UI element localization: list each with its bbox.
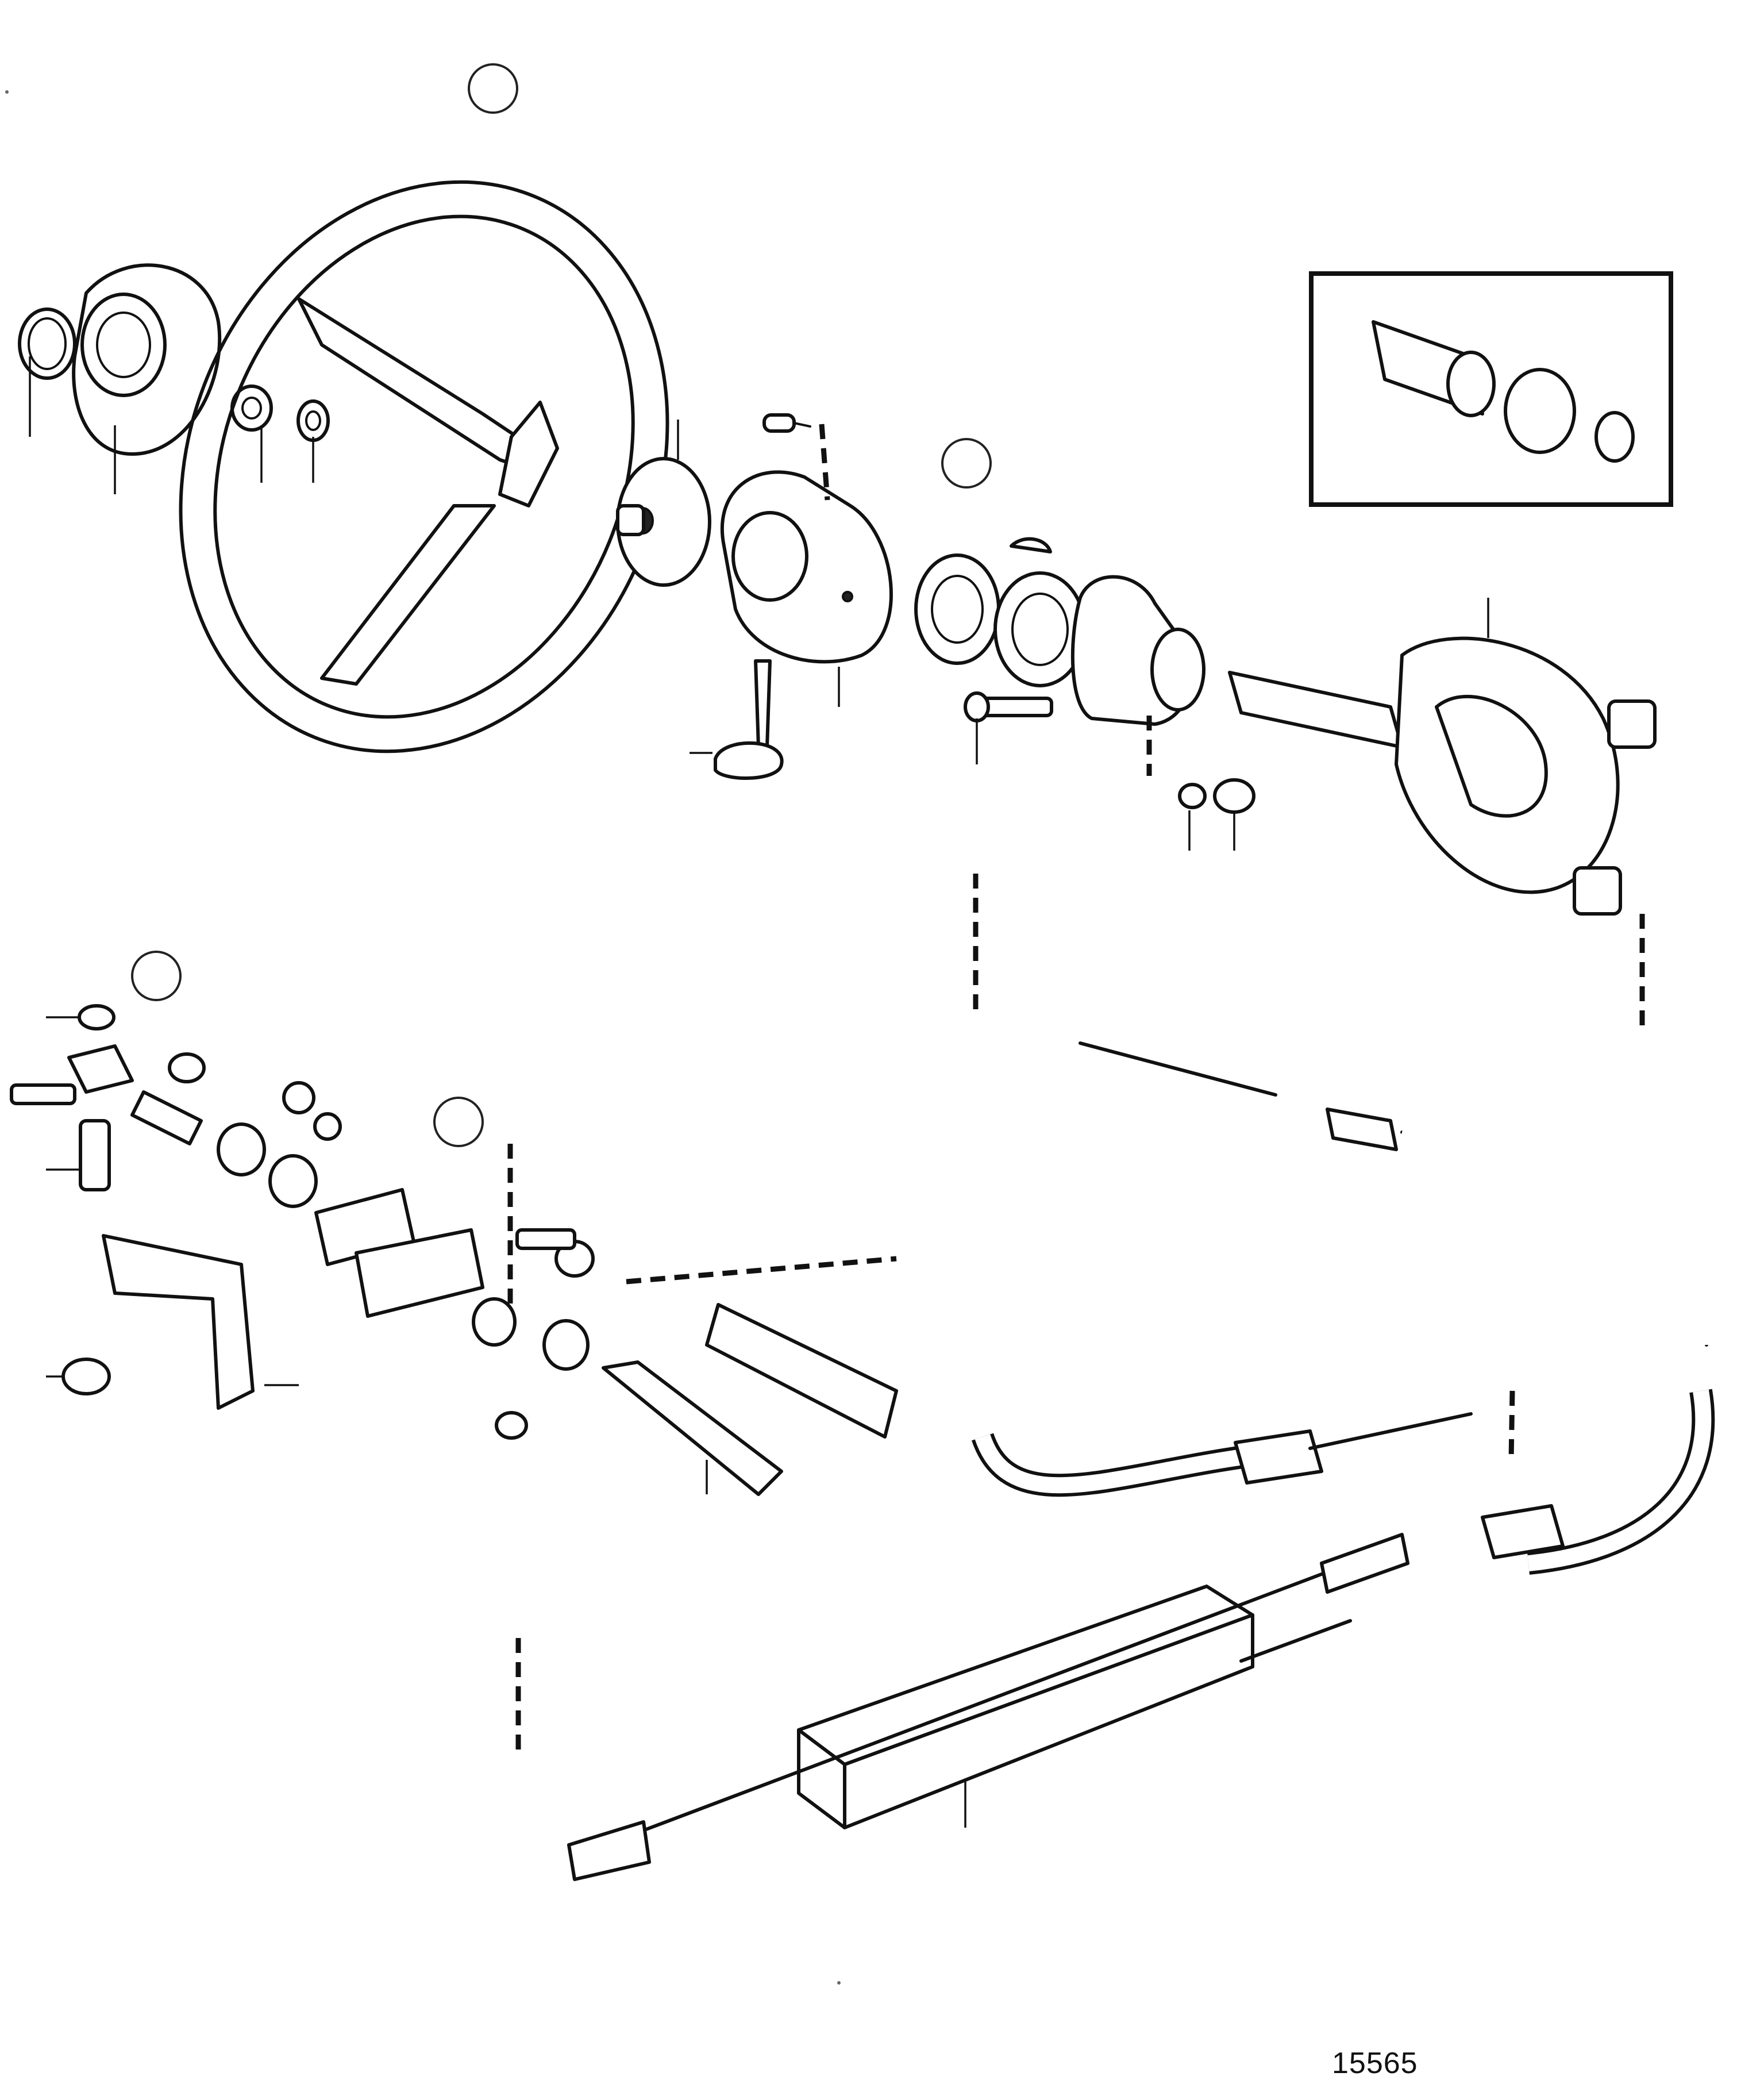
image-specks [5, 90, 841, 1985]
cable-tube-icon [567, 1533, 1409, 1881]
bearing-ring [914, 553, 1000, 665]
steering-wheel-icon [179, 180, 669, 753]
hub-cap [18, 307, 76, 380]
bellows-rod [602, 1303, 898, 1496]
cable-icon [1079, 1041, 1715, 1575]
leader-lines [29, 356, 1489, 1828]
callout-circle-1 [468, 63, 518, 114]
figure-number: 15565 [1332, 2047, 1418, 2080]
callout-circle-4 [433, 1097, 484, 1147]
washer-2 [1178, 783, 1207, 809]
helm-flange [1070, 575, 1205, 726]
washer [296, 399, 330, 442]
helm-unit-icon [1228, 636, 1657, 916]
bearing-sleeve [993, 571, 1087, 687]
linkage-assembly [10, 1004, 595, 1440]
steering-nut [230, 384, 273, 432]
callout-circle-2 [941, 438, 992, 489]
lower-cable [972, 1412, 1565, 1559]
inset-detail [1309, 271, 1673, 507]
screw [762, 413, 811, 433]
key [1010, 537, 1052, 553]
hub-cover [72, 263, 222, 456]
callout-circles [131, 63, 992, 1147]
locking-knob [714, 659, 784, 780]
callout-circle-3 [131, 951, 182, 1001]
nut [1213, 778, 1255, 814]
wheel-hub [616, 457, 711, 587]
steering-shroud [720, 470, 893, 664]
bolt [964, 691, 1053, 722]
dashed-connectors [507, 424, 1645, 1759]
